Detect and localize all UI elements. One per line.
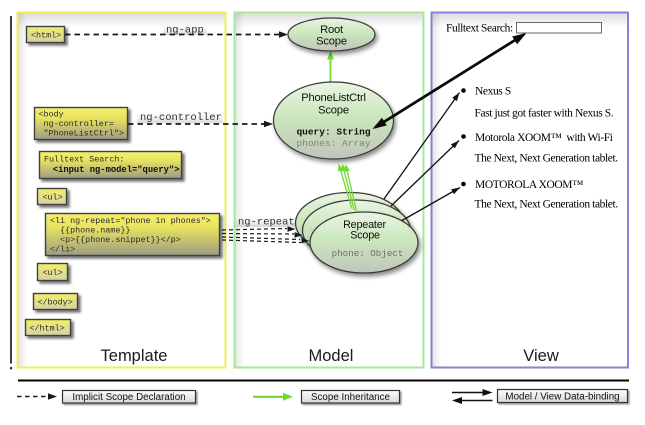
- svg-text:Fulltext Search:: Fulltext Search:: [446, 23, 513, 35]
- svg-text:</li>: </li>: [50, 245, 75, 255]
- svg-text:phone: Object: phone: Object: [332, 248, 404, 259]
- svg-text:Scope: Scope: [318, 104, 349, 116]
- svg-text:<input ng-model="query">: <input ng-model="query">: [53, 165, 180, 175]
- svg-text:</body>: </body>: [38, 298, 73, 308]
- svg-text:<p>{{phone.snippet}}</p>: <p>{{phone.snippet}}</p>: [50, 235, 181, 245]
- svg-text:Fast just got faster with Nexu: Fast just got faster with Nexus S.: [475, 108, 614, 120]
- svg-text:</html>: </html>: [30, 324, 65, 334]
- svg-text:Model / View Data-binding: Model / View Data-binding: [505, 392, 619, 403]
- svg-text:ng-app: ng-app: [166, 25, 204, 37]
- svg-text:Fulltext Search:: Fulltext Search:: [44, 155, 124, 165]
- svg-text:<ul>: <ul>: [43, 193, 63, 203]
- svg-text:ng-controller: ng-controller: [140, 112, 222, 124]
- svg-text:<ul>: <ul>: [43, 268, 63, 278]
- svg-text:ng-controller=: ng-controller=: [39, 119, 114, 129]
- svg-text:Root: Root: [320, 24, 344, 36]
- svg-text:Scope: Scope: [316, 36, 347, 48]
- svg-text:Scope Inheritance: Scope Inheritance: [311, 392, 391, 403]
- svg-text:query: String: query: String: [296, 127, 370, 138]
- svg-text:phones: Array: phones: Array: [296, 138, 370, 149]
- svg-text:View: View: [523, 347, 559, 365]
- svg-text:<html>: <html>: [31, 31, 61, 41]
- svg-text:Motorola XOOM™ with Wi-Fi: Motorola XOOM™ with Wi-Fi: [475, 132, 613, 144]
- svg-text:Template: Template: [101, 347, 168, 365]
- svg-text:MOTOROLA XOOM™: MOTOROLA XOOM™: [475, 179, 583, 191]
- svg-text:Implicit Scope Declaration: Implicit Scope Declaration: [72, 392, 185, 403]
- svg-text:The Next, Next Generation tabl: The Next, Next Generation tablet.: [475, 199, 619, 211]
- svg-text:Repeater: Repeater: [343, 219, 386, 231]
- svg-text:Nexus S: Nexus S: [475, 86, 511, 98]
- svg-text:"PhoneListCtrl">: "PhoneListCtrl">: [39, 129, 124, 139]
- svg-text:The Next, Next Generation tabl: The Next, Next Generation tablet.: [475, 153, 619, 165]
- svg-text:Model: Model: [309, 347, 354, 365]
- svg-text:<li ng-repeat="phone in phones: <li ng-repeat="phone in phones">: [50, 216, 211, 226]
- svg-text:{{phone.name}}: {{phone.name}}: [50, 226, 130, 236]
- svg-text:Scope: Scope: [350, 230, 380, 242]
- svg-text:<body: <body: [39, 110, 64, 120]
- svg-text:ng-repeat: ng-repeat: [238, 217, 295, 229]
- svg-text:PhoneListCtrl: PhoneListCtrl: [301, 92, 366, 104]
